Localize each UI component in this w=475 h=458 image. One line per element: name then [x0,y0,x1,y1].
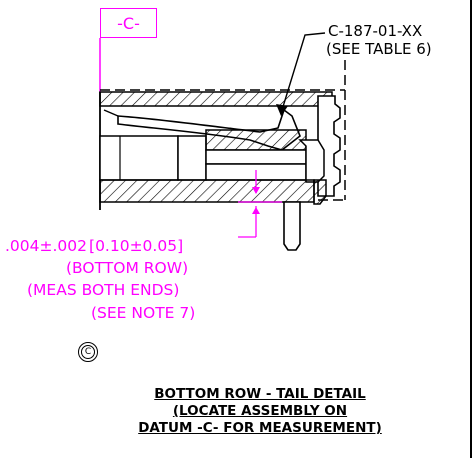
datum-label-box: -C- [100,8,157,38]
bottom-wall [99,179,315,203]
part-number-label: C-187-01-XX [328,22,423,40]
part-table-note: (SEE TABLE 6) [326,40,432,58]
sheet-border [470,0,472,458]
contact-body-upper [205,129,307,151]
dimension-meas: (MEAS BOTH ENDS) [27,281,180,299]
part-leader [281,32,326,111]
middle-cavity [99,135,179,181]
caption-line-3: DATUM -C- FOR MEASUREMENT) [138,420,382,436]
note-c-symbol: C [78,342,98,362]
dimension-value: .004±.002[0.10±0.05] [5,237,183,255]
datum-label: -C- [117,13,140,33]
dimension-metric: [0.10±0.05] [89,237,184,255]
note-c-letter: C [81,345,95,359]
top-wall [99,91,333,107]
dimension-inch: .004±.002 [5,237,88,255]
dimension-note: (SEE NOTE 7) [91,304,196,322]
caption-line-2: (LOCATE ASSEMBLY ON [172,403,348,419]
dimension-row: (BOTTOM ROW) [66,259,189,277]
tail-pin [283,201,301,251]
caption-line-1: BOTTOM ROW - TAIL DETAIL [154,386,366,402]
